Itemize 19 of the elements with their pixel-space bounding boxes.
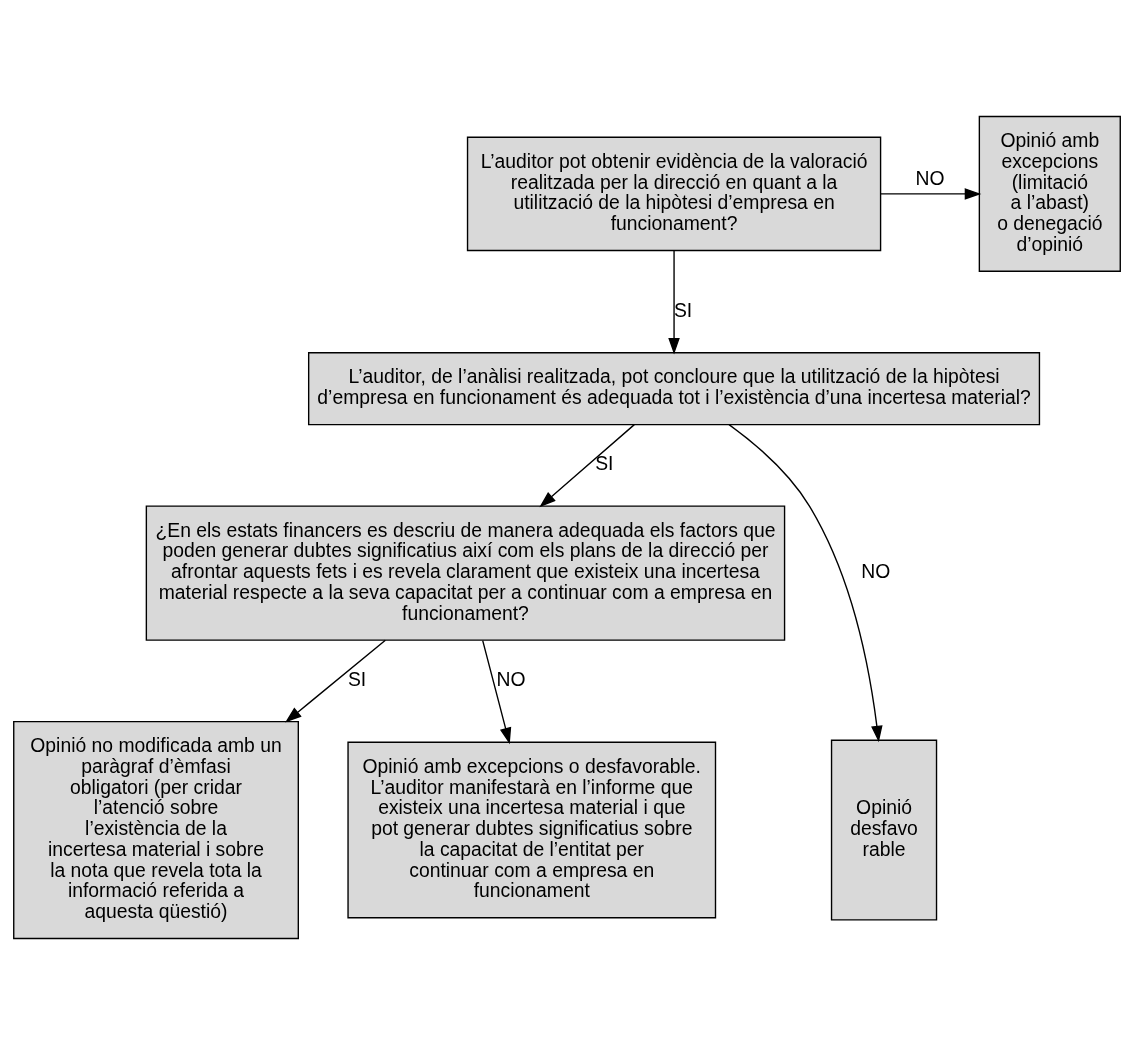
edge-label: SI — [595, 453, 614, 475]
arrow — [728, 423, 883, 743]
node-box: Opinió desfavo rable — [830, 739, 938, 921]
edge-label: SI — [347, 668, 367, 690]
edge-label: NO — [496, 668, 526, 690]
node-box: ¿En els estats financers es descriu de manera adequada els factors que poden generar dubtes significatius així com els plans de la direcció per afrontar aquests fets i es revela clarament que existeix una incertesa material respecte a la seva capacitat per a continuar com a empresa en funcionament? — [145, 505, 786, 641]
arrow — [879, 188, 982, 200]
edge-label: SI — [673, 300, 693, 322]
edge-label: NO — [861, 561, 891, 583]
arrow — [285, 639, 387, 723]
arrow — [668, 250, 680, 355]
arrow — [539, 423, 636, 508]
node-box: L’auditor pot obtenir evidència de la valoració realitzada per la direcció en quant a la utilització de la hipòtesi d’empresa en funcionament? — [466, 136, 882, 252]
node-box: L’auditor, de l’anàlisi realitzada, pot concloure que la utilització de la hipòtesi d’empresa en funcionament és adequada tot i l’existència d’una incertesa material? — [308, 352, 1041, 426]
node-box: Opinió amb excepcions o desfavorable. L’auditor manifestarà en l’informe que existeix una incertesa material i que pot generar dubtes significatius sobre la capacitat de l’entitat per continuar com a empresa en funcionament — [347, 741, 717, 919]
edge-label: NO — [915, 167, 945, 189]
arrow — [482, 639, 512, 745]
node-box: Opinió amb excepcions (limitació a l’abast) o denegació d’opinió — [978, 115, 1121, 272]
node-box: Opinió no modificada amb un paràgraf d’èmfasi obligatori (per cridar l’atenció sobre l’existència de la incertesa material i sobre la nota que revela tota la informació referida a aquesta qüestió) — [13, 720, 299, 940]
